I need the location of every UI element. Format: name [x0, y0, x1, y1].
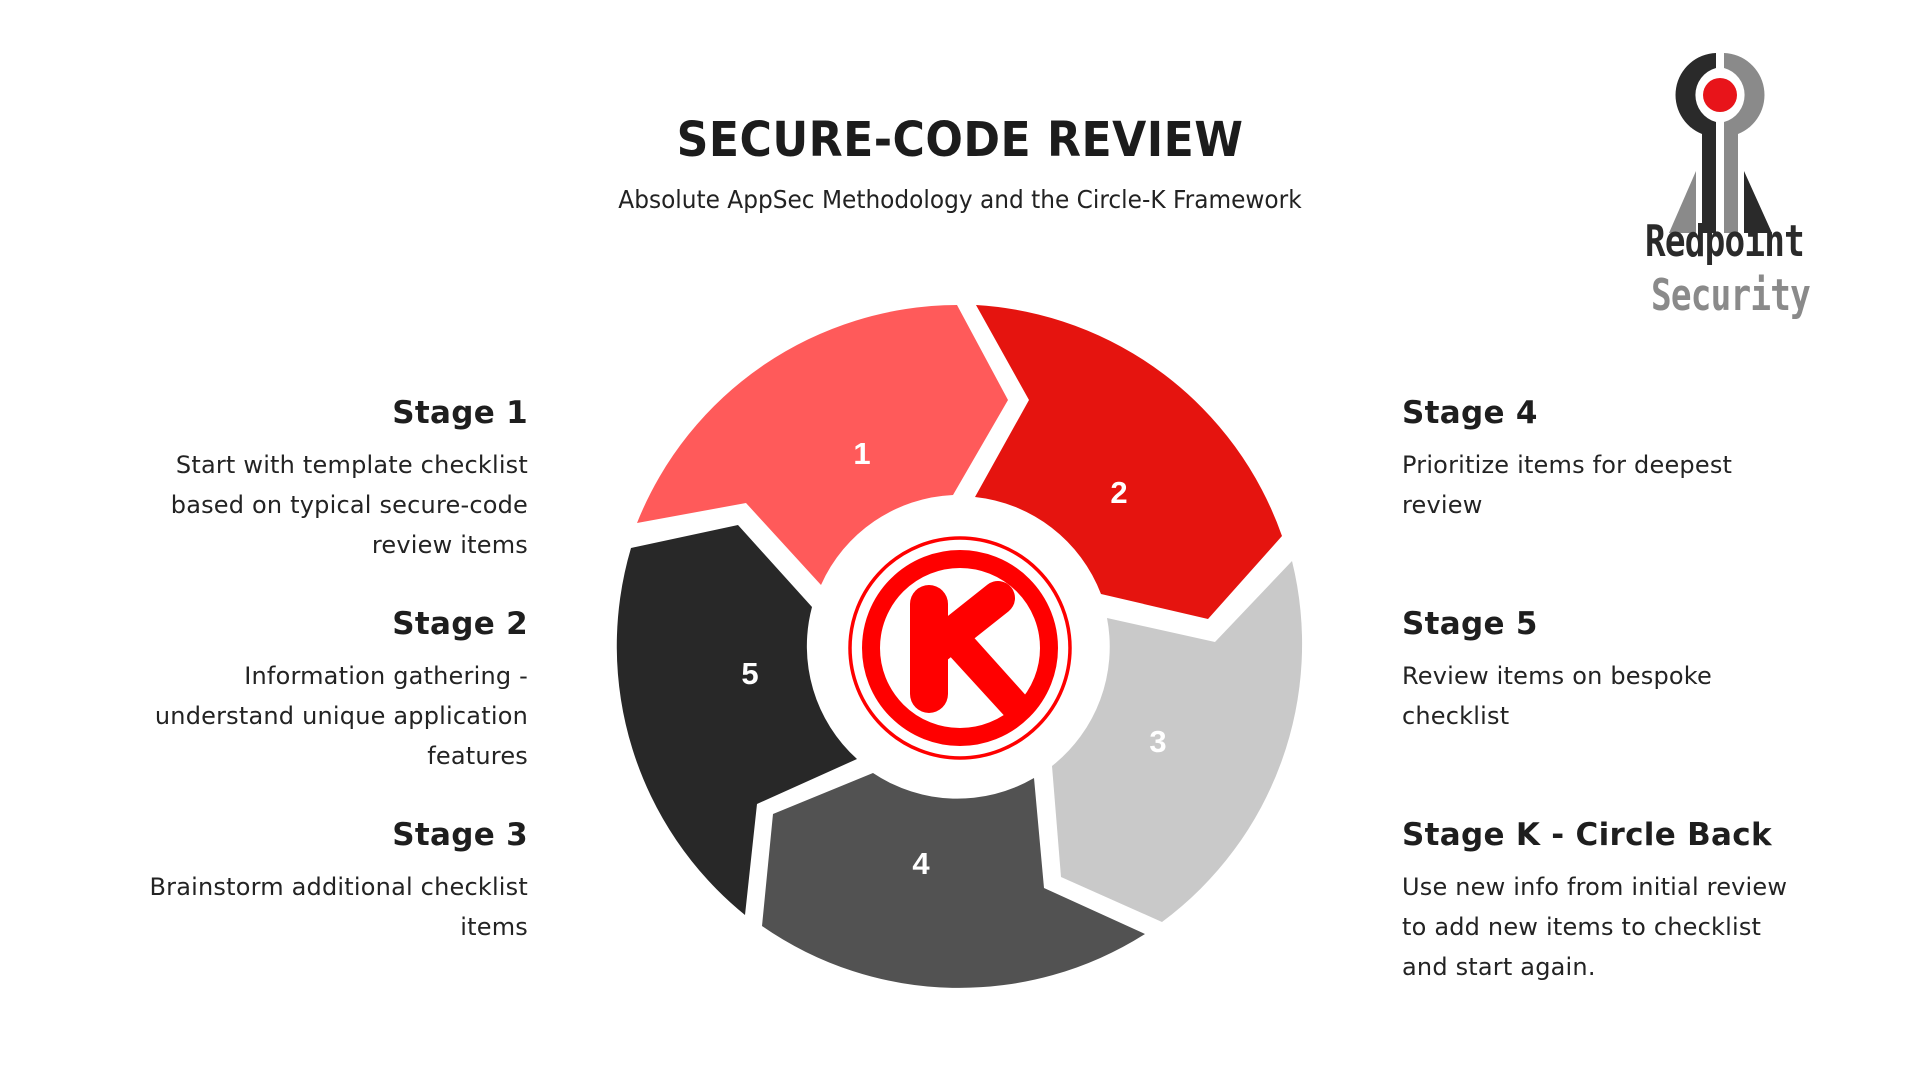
stage-4-body: Prioritize items for deepest review: [1402, 451, 1733, 519]
stage-5-block: Stage 5 Review items on bespoke checklis…: [1402, 604, 1842, 736]
stage-5-body: Review items on bespoke checklist: [1402, 662, 1712, 730]
wheel-segment-2: [975, 305, 1282, 619]
stage-3-block: Stage 3 Brainstorm additional checklist …: [108, 815, 528, 947]
segment-5-label: 5: [741, 656, 758, 691]
segment-4-label: 4: [912, 846, 930, 881]
stage-1-block: Stage 1 Start with template checklist ba…: [108, 393, 528, 565]
keyhole-pin-icon: [1669, 53, 1772, 233]
stage-4-heading: Stage 4: [1402, 395, 1538, 431]
stage-5-heading: Stage 5: [1402, 606, 1538, 642]
stage-1-body: Start with template checklist based on t…: [170, 451, 528, 559]
stage-1-heading: Stage 1: [392, 395, 528, 431]
wheel-segment-4: [762, 773, 1145, 988]
circle-k-icon: [848, 536, 1072, 760]
page-subtitle: Absolute AppSec Methodology and the Circ…: [618, 185, 1302, 214]
segment-1-label: 1: [853, 436, 870, 471]
wheel-segment-5: [616, 525, 857, 915]
wheel-segment-1: [637, 305, 1008, 585]
logo-text-security: Security: [1651, 270, 1811, 321]
stage-4-block: Stage 4 Prioritize items for deepest rev…: [1402, 393, 1842, 525]
logo-text-redpoint: Redpoint: [1645, 216, 1805, 267]
segment-3-label: 3: [1149, 724, 1166, 759]
stage-2-heading: Stage 2: [392, 606, 528, 642]
stage-3-heading: Stage 3: [392, 817, 528, 853]
stage-3-body: Brainstorm additional checklist items: [149, 873, 528, 941]
stage-2-block: Stage 2 Information gathering - understa…: [108, 604, 528, 776]
stage-k-heading: Stage K - Circle Back: [1402, 817, 1772, 853]
page-title: SECURE-CODE REVIEW: [676, 112, 1244, 168]
stage-2-body: Information gathering - understand uniqu…: [154, 662, 528, 770]
stage-k-block: Stage K - Circle Back Use new info from …: [1402, 815, 1842, 987]
stage-k-body: Use new info from initial review to add …: [1402, 873, 1788, 981]
wheel-segment-3: [1052, 561, 1303, 922]
segment-2-label: 2: [1110, 475, 1127, 510]
